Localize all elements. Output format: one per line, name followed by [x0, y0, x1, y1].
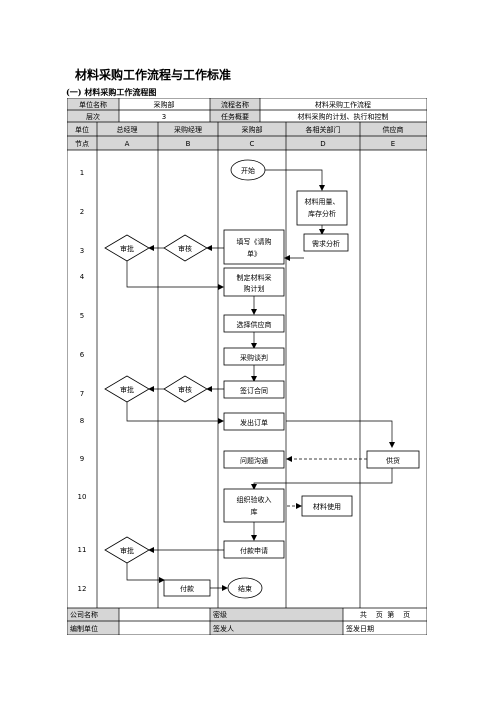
order-box: [223, 412, 285, 431]
approve3-diamond: [104, 536, 150, 564]
start-terminal: [230, 159, 266, 181]
approve2-label: 审批: [120, 385, 134, 394]
end-label: 结束: [238, 584, 252, 593]
order-to-supply-arrow: [286, 420, 395, 448]
analysis-label: 需求分析: [312, 239, 340, 248]
issuer-label: 签发人: [213, 624, 234, 633]
approve2-to-order-arrow: [126, 402, 224, 424]
issue-date-label: 签发日期: [346, 624, 374, 633]
task-value: 材料采购的计划、执行和控制: [298, 112, 389, 121]
document-title: 材料采购工作流程与工作标准: [75, 68, 232, 82]
review-label: 审核: [178, 244, 192, 253]
unit-value: 采购部: [154, 100, 175, 109]
lane-name-c: 采购部: [242, 125, 263, 134]
lane-code-b: B: [186, 140, 191, 148]
use-box: [301, 495, 353, 517]
review2-label: 审核: [178, 385, 192, 394]
row-number: 10: [78, 493, 87, 501]
plan-box: [223, 267, 285, 297]
row-number: 5: [80, 312, 84, 320]
plan-label-line1: 制定材料采: [237, 273, 272, 282]
approve3-to-pay-arrow: [126, 563, 165, 583]
need-label-line2: 库存分析: [308, 209, 336, 218]
order-label: 发出订单: [240, 418, 268, 427]
supply-label: 供货: [386, 456, 400, 465]
approve-diamond: [104, 234, 150, 262]
analysis-box: [303, 233, 349, 252]
plan-label-line2: 购计划: [244, 284, 265, 293]
request-label-line1: 填写《请购: [237, 237, 272, 246]
row-number: 4: [80, 273, 85, 281]
dept-label: 单位: [75, 125, 89, 134]
need-label-line1: 材料用量、: [305, 197, 340, 206]
unit-label: 单位名称: [79, 100, 107, 109]
receive-label-line1: 组织验收入: [237, 495, 272, 504]
row-number: 3: [80, 247, 84, 255]
row-number: 11: [78, 546, 87, 554]
node-label: 节点: [75, 140, 89, 148]
secret-label: 密级: [213, 610, 227, 619]
lane-name-a: 总经理: [117, 125, 138, 134]
process-label: 流程名称: [221, 100, 249, 109]
lane-name-b: 采购经理: [174, 125, 202, 134]
negotiate-label: 采购谈判: [240, 353, 268, 362]
supply-box: [366, 450, 420, 469]
review-diamond: [163, 234, 208, 262]
row-number: 12: [78, 585, 87, 593]
select-box: [223, 314, 285, 333]
row-number: 2: [80, 208, 84, 216]
approve2-diamond: [104, 375, 150, 403]
lane-code-c: C: [250, 140, 255, 148]
row-number: 1: [80, 169, 84, 177]
receive-label-line2: 库: [251, 507, 258, 516]
end-terminal: [227, 577, 263, 599]
row-number: 9: [80, 455, 84, 463]
author-label: 编制单位: [70, 624, 98, 633]
task-label: 任务概要: [221, 112, 249, 121]
payreq-label: 付款申请: [240, 546, 268, 555]
select-label: 选择供应商: [237, 320, 272, 329]
contract-label: 签订合同: [240, 386, 268, 395]
pay-label: 付款: [180, 584, 194, 593]
request-box: [223, 229, 285, 265]
section-subtitle: (一) 材料采购工作流程图: [66, 87, 157, 97]
approve3-label: 审批: [120, 546, 134, 555]
start-to-need-arrow: [265, 169, 325, 191]
row-number: 8: [80, 417, 84, 425]
request-label-line2: 单》: [247, 249, 261, 258]
receive-box: [223, 488, 285, 523]
lane-code-d: D: [320, 140, 325, 148]
start-label: 开始: [241, 166, 255, 175]
pay-box: [163, 579, 211, 597]
row-number: 7: [80, 390, 84, 398]
contract-box: [223, 380, 285, 399]
level-label: 层次: [86, 112, 100, 121]
issue-box: [223, 450, 285, 469]
use-label: 材料使用: [313, 502, 341, 511]
review2-diamond: [163, 375, 208, 403]
approve-to-plan-arrow: [126, 261, 224, 290]
lane-name-e: 供应商: [383, 125, 404, 134]
flowchart-table: 单位名称 采购部 流程名称 材料采购工作流程 层次 3 任务概要 材料采购的计划…: [67, 98, 427, 635]
negotiate-box: [223, 347, 285, 366]
company-label: 公司名称: [70, 610, 98, 619]
lane-name-d: 各相关部门: [306, 125, 341, 134]
approve-label: 审批: [120, 244, 134, 253]
process-value: 材料采购工作流程: [315, 100, 371, 109]
row-number: 6: [80, 351, 85, 359]
lane-code-a: A: [125, 140, 130, 148]
lane-code-e: E: [391, 140, 395, 148]
pages-label: 共 页 第 页: [360, 610, 410, 619]
supply-to-receive-arrow: [251, 468, 393, 490]
level-value: 3: [162, 113, 166, 121]
payreq-box: [223, 540, 285, 559]
issue-label: 问题沟通: [240, 456, 268, 465]
need-box: [296, 190, 348, 226]
